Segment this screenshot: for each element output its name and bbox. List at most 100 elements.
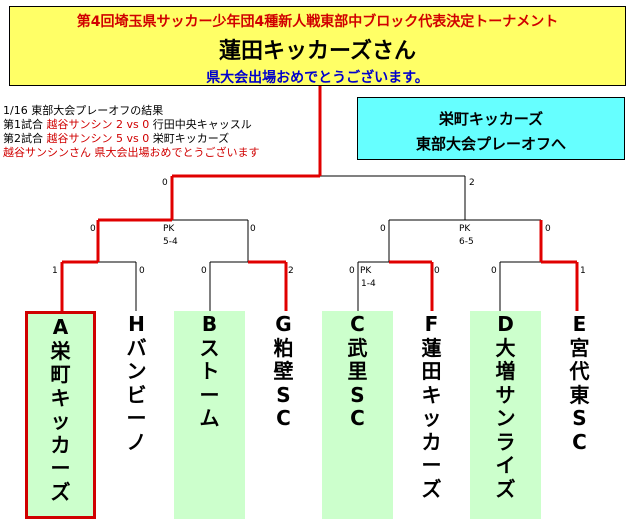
semi-left-pk: PK <box>163 224 175 234</box>
team-char: ビ <box>126 382 147 407</box>
r1-2-right-score: 2 <box>288 266 294 276</box>
playoff-results: 1/16 東部大会プレーオフの結果 第1試合 越谷サンシン 2 vs 0 行田中… <box>3 104 260 160</box>
bracket-lines <box>98 175 541 311</box>
team-letter: F <box>424 312 439 336</box>
match1-result: 第1試合 越谷サンシン 2 vs 0 行田中央キャッスル <box>3 118 260 132</box>
match1-label: 第1試合 <box>3 118 43 131</box>
team-char: S <box>276 382 291 407</box>
playoff-info-box: 栄町キッカーズ 東部大会プレーオフへ <box>357 97 625 160</box>
team-char: 栄 <box>50 338 71 363</box>
results-heading: 1/16 東部大会プレーオフの結果 <box>3 104 164 117</box>
team-char: カ <box>421 429 442 454</box>
team-char: キ <box>50 385 71 410</box>
team-letter: G <box>275 312 292 336</box>
team-char: ム <box>199 406 220 430</box>
semi-right-pk: PK <box>459 224 471 234</box>
team-char: 里 <box>347 359 368 383</box>
team-char: 東 <box>569 382 590 407</box>
team-char: ン <box>495 406 516 430</box>
match1-team-a: 越谷サンシン <box>46 118 113 131</box>
match2-team-b: 栄町キッカーズ <box>152 132 230 145</box>
team-char: 増 <box>495 359 516 383</box>
match2-label: 第2試合 <box>3 132 43 145</box>
semi-right-pk-score: 6-5 <box>459 237 474 247</box>
team-letter: D <box>497 312 514 336</box>
match2-result: 第2試合 越谷サンシン 5 vs 0 栄町キッカーズ <box>3 132 260 146</box>
semi-right-left-score: 0 <box>380 224 386 234</box>
team-char: ズ <box>50 479 71 504</box>
match1-score: 2 vs 0 <box>116 118 150 131</box>
team-char: ス <box>199 335 220 360</box>
tournament-title: 第4回埼玉県サッカー少年団4種新人戦東部中ブロック代表決定トーナメント <box>76 14 559 30</box>
team-char: 武 <box>347 335 368 360</box>
r1-3-left-score: 0 <box>349 266 355 276</box>
team-b: B ス ト ー ム <box>174 311 245 519</box>
team-char: 町 <box>50 362 71 386</box>
team-char: ノ <box>126 429 147 454</box>
team-letter: H <box>128 312 145 336</box>
semi-left-pk-score: 5-4 <box>163 237 178 247</box>
semi-left-right-score: 0 <box>250 224 256 234</box>
champion-name: 蓮田キッカーズさん <box>219 39 416 64</box>
team-letter: C <box>350 312 365 336</box>
team-char: イ <box>495 453 516 477</box>
team-char: C <box>276 406 291 430</box>
team-e: E 宮 代 東 S C <box>544 311 615 519</box>
team-g: G 粕 壁 S C <box>248 311 319 519</box>
team-char: 大 <box>495 335 516 360</box>
team-a: A 栄 町 キ ッ カ ー ズ <box>25 311 96 519</box>
congratulations-text: 県大会出場おめでとうございます。 <box>206 70 429 86</box>
team-d: D 大 増 サ ン ラ イ ズ <box>470 311 541 519</box>
team-char: ラ <box>495 429 516 454</box>
title-banner: 第4回埼玉県サッカー少年団4種新人戦東部中ブロック代表決定トーナメント 蓮田キッ… <box>9 6 626 86</box>
team-char: キ <box>421 382 442 407</box>
team-char: 壁 <box>273 359 294 383</box>
final-left-score: 0 <box>162 178 168 188</box>
team-char: カ <box>50 432 71 457</box>
r1-4-right-score: 1 <box>580 266 586 276</box>
qualifier-congrats: 越谷サンシンさん 県大会出場おめでとうございます <box>3 146 260 159</box>
team-letter: E <box>572 312 587 336</box>
team-char: ズ <box>495 476 516 501</box>
match2-score: 5 vs 0 <box>116 132 150 145</box>
team-char: ズ <box>421 476 442 501</box>
team-h: H バ ン ビ ー ノ <box>101 311 172 519</box>
team-char: サ <box>495 382 516 407</box>
r1-2-left-score: 0 <box>201 266 207 276</box>
match2-team-a: 越谷サンシン <box>46 132 113 145</box>
team-char: バ <box>126 335 147 360</box>
team-c: C 武 里 S C <box>322 311 393 519</box>
team-char: C <box>350 406 365 430</box>
team-char: S <box>350 382 365 407</box>
r1-1-left-score: 1 <box>52 266 58 276</box>
team-char: 蓮 <box>421 335 442 360</box>
team-char: ン <box>126 359 147 383</box>
r1-4-left-score: 0 <box>491 266 497 276</box>
team-char: 代 <box>569 359 590 383</box>
final-right-score: 2 <box>469 178 475 188</box>
team-letter: B <box>201 312 218 336</box>
playoff-note: 東部大会プレーオフへ <box>415 135 566 153</box>
team-char: ー <box>50 456 71 480</box>
team-letter: A <box>52 315 69 339</box>
r1-3-right-score: 0 <box>434 266 440 276</box>
team-char: C <box>572 429 587 454</box>
semi-left-left-score: 0 <box>90 224 96 234</box>
team-char: ー <box>126 406 147 430</box>
team-f: F 蓮 田 キ ッ カ ー ズ <box>396 311 467 519</box>
r1-3-pk: PK <box>360 266 372 276</box>
playoff-team: 栄町キッカーズ <box>438 110 544 128</box>
team-char: 田 <box>421 359 442 383</box>
r1-3-pk-score: 1-4 <box>361 279 376 289</box>
team-char: ト <box>199 359 220 383</box>
match1-team-b: 行田中央キャッスル <box>152 118 252 131</box>
team-char: ッ <box>50 409 71 433</box>
team-char: ッ <box>421 406 442 430</box>
team-char: ー <box>421 453 442 477</box>
team-char: ー <box>199 382 220 407</box>
r1-1-right-score: 0 <box>139 266 145 276</box>
semi-right-right-score: 0 <box>545 224 551 234</box>
team-char: 宮 <box>569 335 590 360</box>
team-char: 粕 <box>273 335 294 360</box>
